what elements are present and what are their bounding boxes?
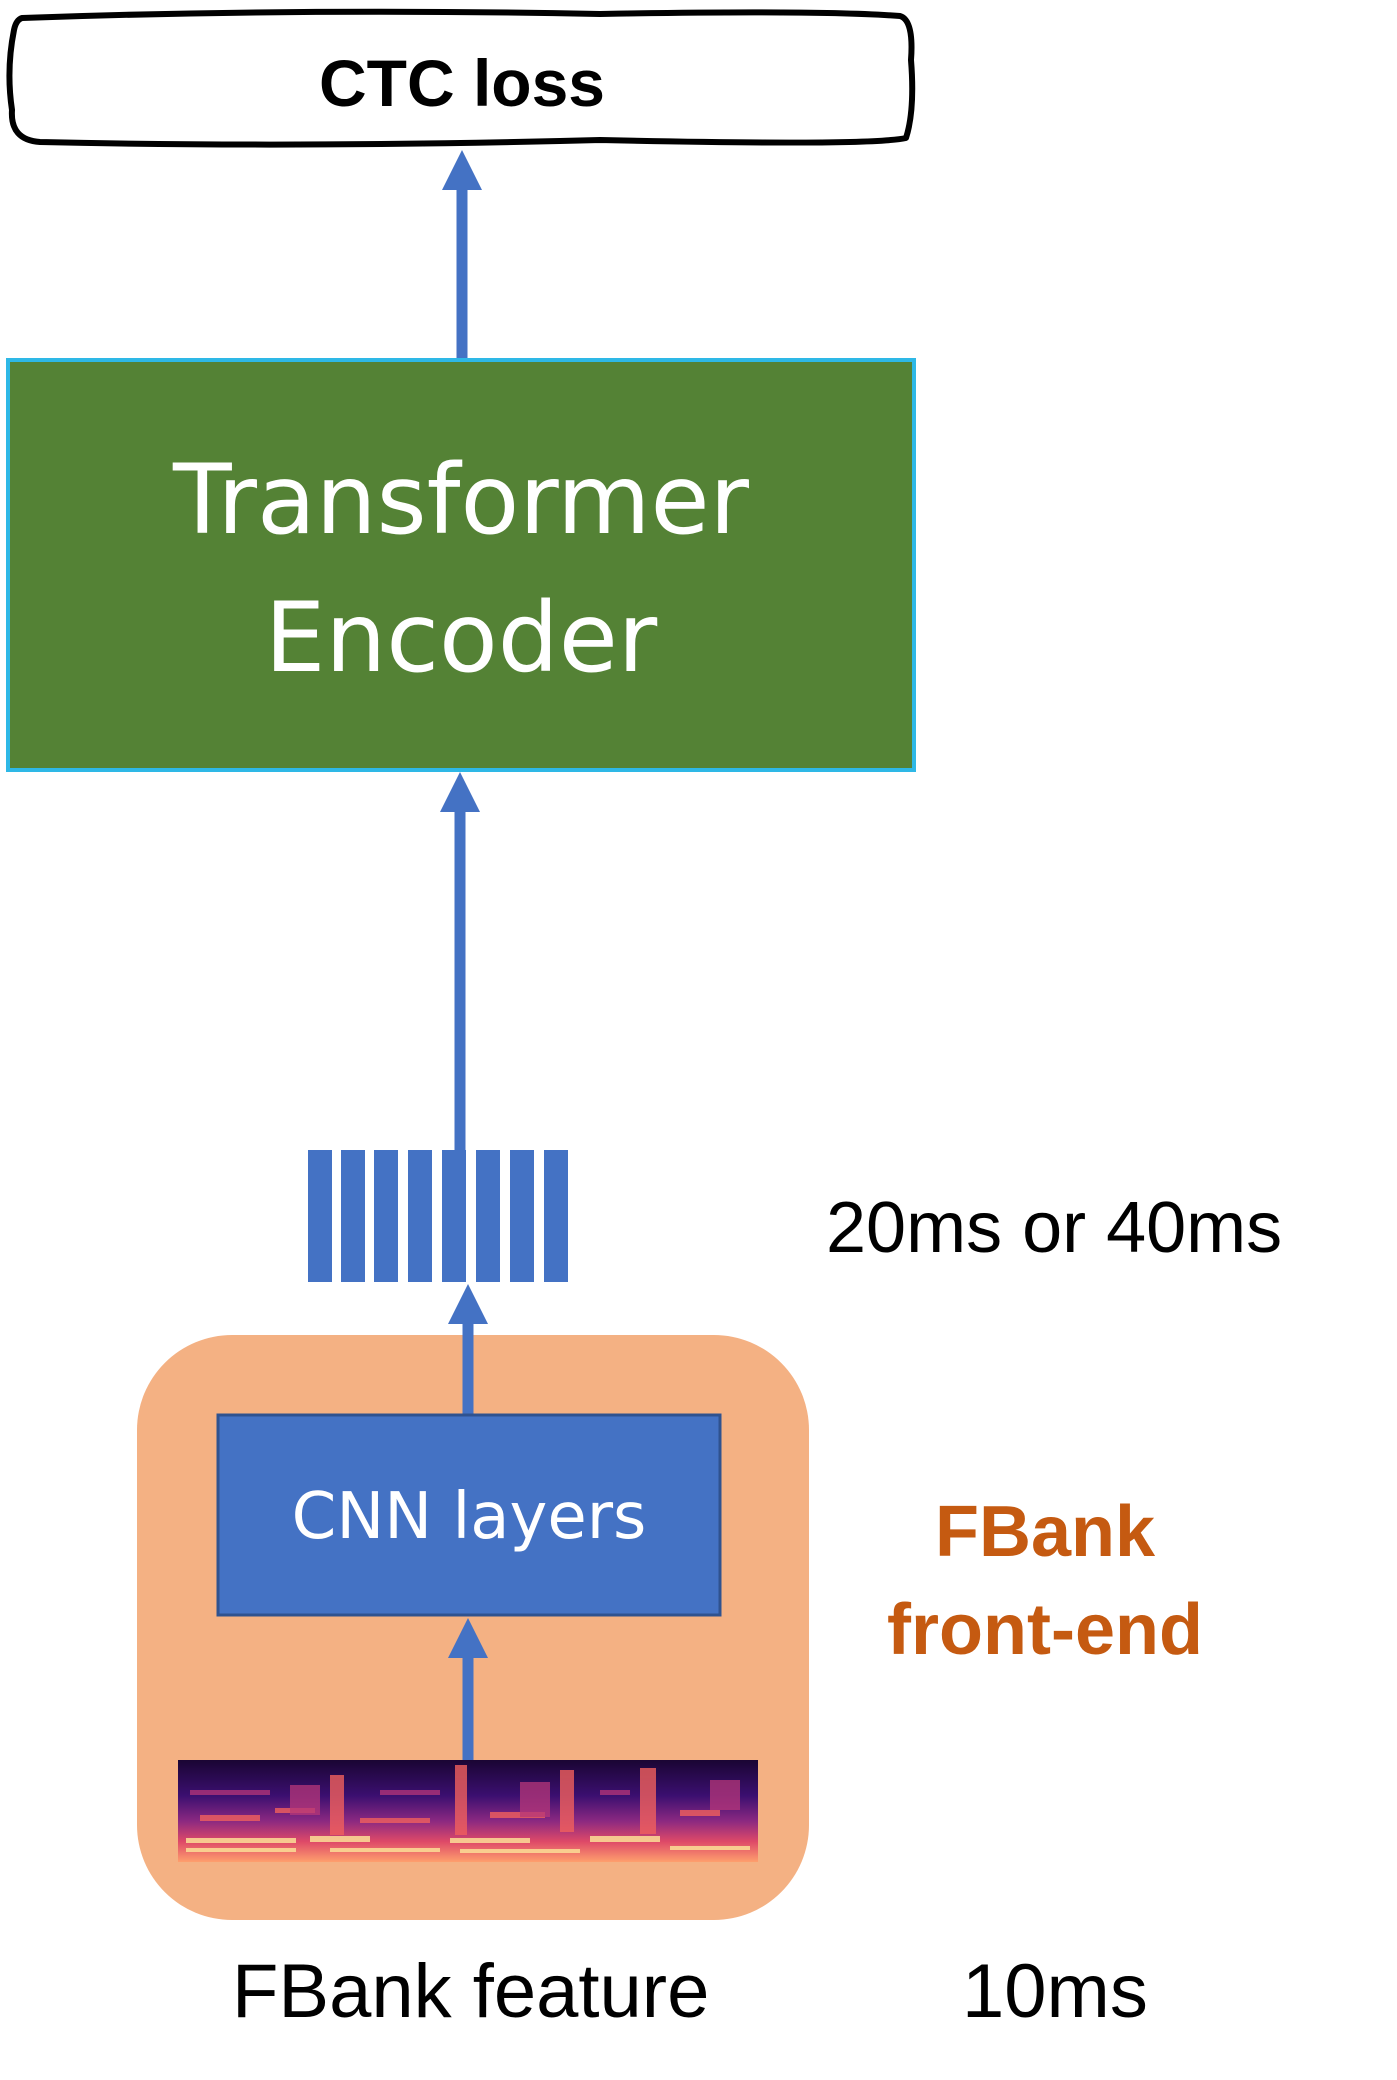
frame-bar [510, 1150, 534, 1282]
frame-bar [408, 1150, 432, 1282]
transformer-encoder-label-line1: Transformer [172, 444, 750, 556]
arrowhead-cnn [448, 1618, 488, 1658]
arrowhead-transformer [440, 772, 480, 812]
fbank-frontend-label-line2: front-end [887, 1590, 1203, 1670]
frame-bar [341, 1150, 365, 1282]
frame-bar [442, 1150, 466, 1282]
frame-bar [476, 1150, 500, 1282]
frame-bar [374, 1150, 398, 1282]
fbank-frontend-label-line1: FBank [934, 1492, 1156, 1572]
cnn-layers-label: CNN layers [291, 1480, 647, 1554]
frame-rate-output-label: 20ms or 40ms [826, 1188, 1283, 1268]
output-frames [308, 1150, 568, 1282]
transformer-encoder-box [6, 358, 916, 772]
fbank-feature-label: FBank feature [232, 1949, 710, 2034]
cnn-layers-box [216, 1413, 722, 1617]
frame-bar [544, 1150, 568, 1282]
spectrogram-image [178, 1760, 758, 1862]
arrowhead-frames [448, 1284, 488, 1324]
ctc-loss-label: CTC loss [318, 46, 606, 120]
ctc-loss-box [6, 8, 916, 148]
frame-rate-input-label: 10ms [962, 1949, 1148, 2034]
frame-bar [308, 1150, 332, 1282]
arrowhead-ctc [442, 150, 482, 190]
transformer-encoder-label-line2: Encoder [264, 582, 658, 694]
